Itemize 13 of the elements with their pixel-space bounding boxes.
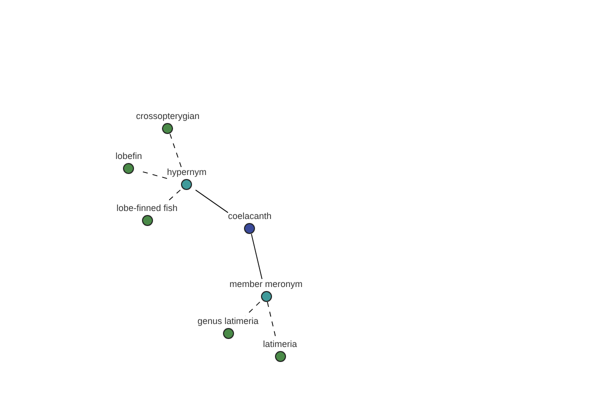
dashed-connector [245, 302, 260, 316]
dashed-connector [170, 134, 182, 168]
node-label: lobe-finned fish [116, 203, 178, 214]
node-label: lobefin [116, 151, 142, 162]
node-label: crossopterygian [136, 111, 200, 122]
node-label: member meronym [230, 279, 303, 290]
connector-line [251, 234, 262, 280]
node-label: latimeria [263, 339, 298, 350]
node-label: coelacanth [228, 211, 272, 222]
dashed-connector [142, 171, 168, 179]
connector-line [195, 190, 228, 214]
node-label: hypernym [167, 167, 207, 178]
node-label: genus latimeria [198, 316, 259, 327]
